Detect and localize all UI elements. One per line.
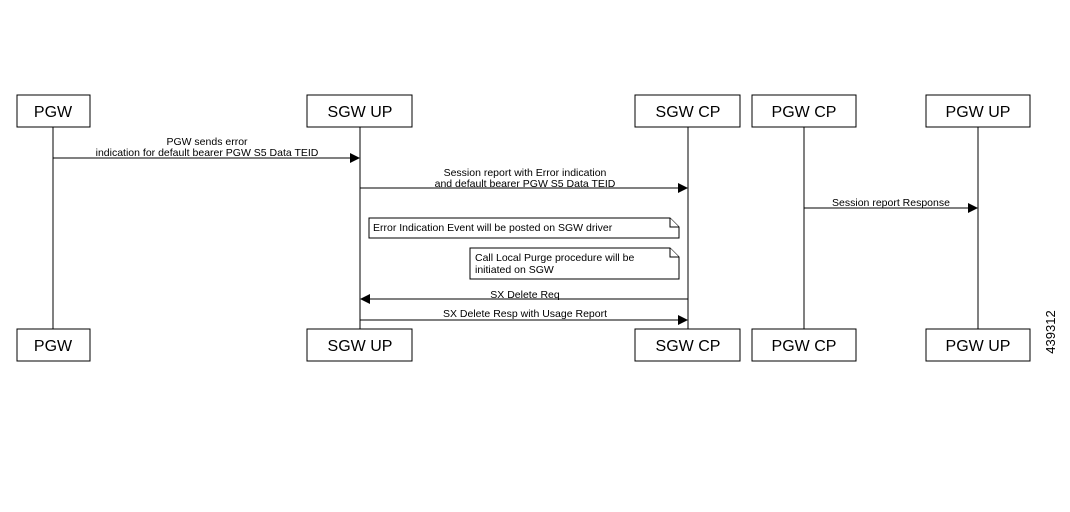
message-label-line-1: PGW sends error — [166, 136, 248, 148]
participant-label: PGW UP — [946, 104, 1011, 121]
participant-top-pgw-cp: PGW CP — [751, 94, 857, 128]
participant-label: PGW — [34, 104, 73, 121]
arrowhead-right-icon — [968, 203, 978, 213]
message-sx-delete-resp: SX Delete Resp with Usage Report — [360, 308, 688, 325]
participant-label: SGW CP — [656, 104, 721, 121]
participant-top-sgw-cp: SGW CP — [634, 94, 741, 128]
participant-bottom-pgw-cp: PGW CP — [751, 328, 857, 362]
participant-label: SGW UP — [328, 104, 393, 121]
figure-id: 439312 — [1043, 310, 1058, 353]
message-label: SX Delete Req — [490, 289, 560, 301]
message-sx-delete-req: SX Delete Req — [360, 289, 688, 304]
message-label-line-1: Session report with Error indication — [444, 167, 607, 179]
message-session-report-response: Session report Response — [804, 197, 978, 213]
message-label: Session report Response — [832, 197, 950, 209]
participant-label: SGW CP — [656, 338, 721, 355]
note-text-line-1: Call Local Purge procedure will be — [475, 252, 634, 264]
note-text: Error Indication Event will be posted on… — [373, 222, 613, 234]
participant-label: PGW UP — [946, 338, 1011, 355]
message-label-line-2: and default bearer PGW S5 Data TEID — [435, 178, 616, 190]
note-text-line-2: initiated on SGW — [475, 264, 554, 276]
note-local-purge: Call Local Purge procedure will be initi… — [469, 247, 680, 280]
message-error-indication: PGW sends error indication for default b… — [53, 136, 360, 163]
arrowhead-left-icon — [360, 294, 370, 304]
participant-bottom-sgw-up: SGW UP — [306, 328, 413, 362]
participant-label: SGW UP — [328, 338, 393, 355]
arrowhead-right-icon — [678, 183, 688, 193]
participant-top-pgw-up: PGW UP — [925, 94, 1031, 128]
participant-bottom-pgw-up: PGW UP — [925, 328, 1031, 362]
note-error-indication-event: Error Indication Event will be posted on… — [368, 217, 680, 239]
message-session-report: Session report with Error indication and… — [360, 167, 688, 193]
participant-top-pgw: PGW — [16, 94, 91, 128]
arrowhead-right-icon — [350, 153, 360, 163]
message-label-line-2: indication for default bearer PGW S5 Dat… — [96, 147, 319, 159]
participant-label: PGW CP — [772, 104, 837, 121]
arrowhead-right-icon — [678, 315, 688, 325]
participant-top-sgw-up: SGW UP — [306, 94, 413, 128]
participant-label: PGW — [34, 338, 73, 355]
participant-label: PGW CP — [772, 338, 837, 355]
message-label: SX Delete Resp with Usage Report — [443, 308, 607, 320]
participant-bottom-pgw: PGW — [16, 328, 91, 362]
participant-bottom-sgw-cp: SGW CP — [634, 328, 741, 362]
